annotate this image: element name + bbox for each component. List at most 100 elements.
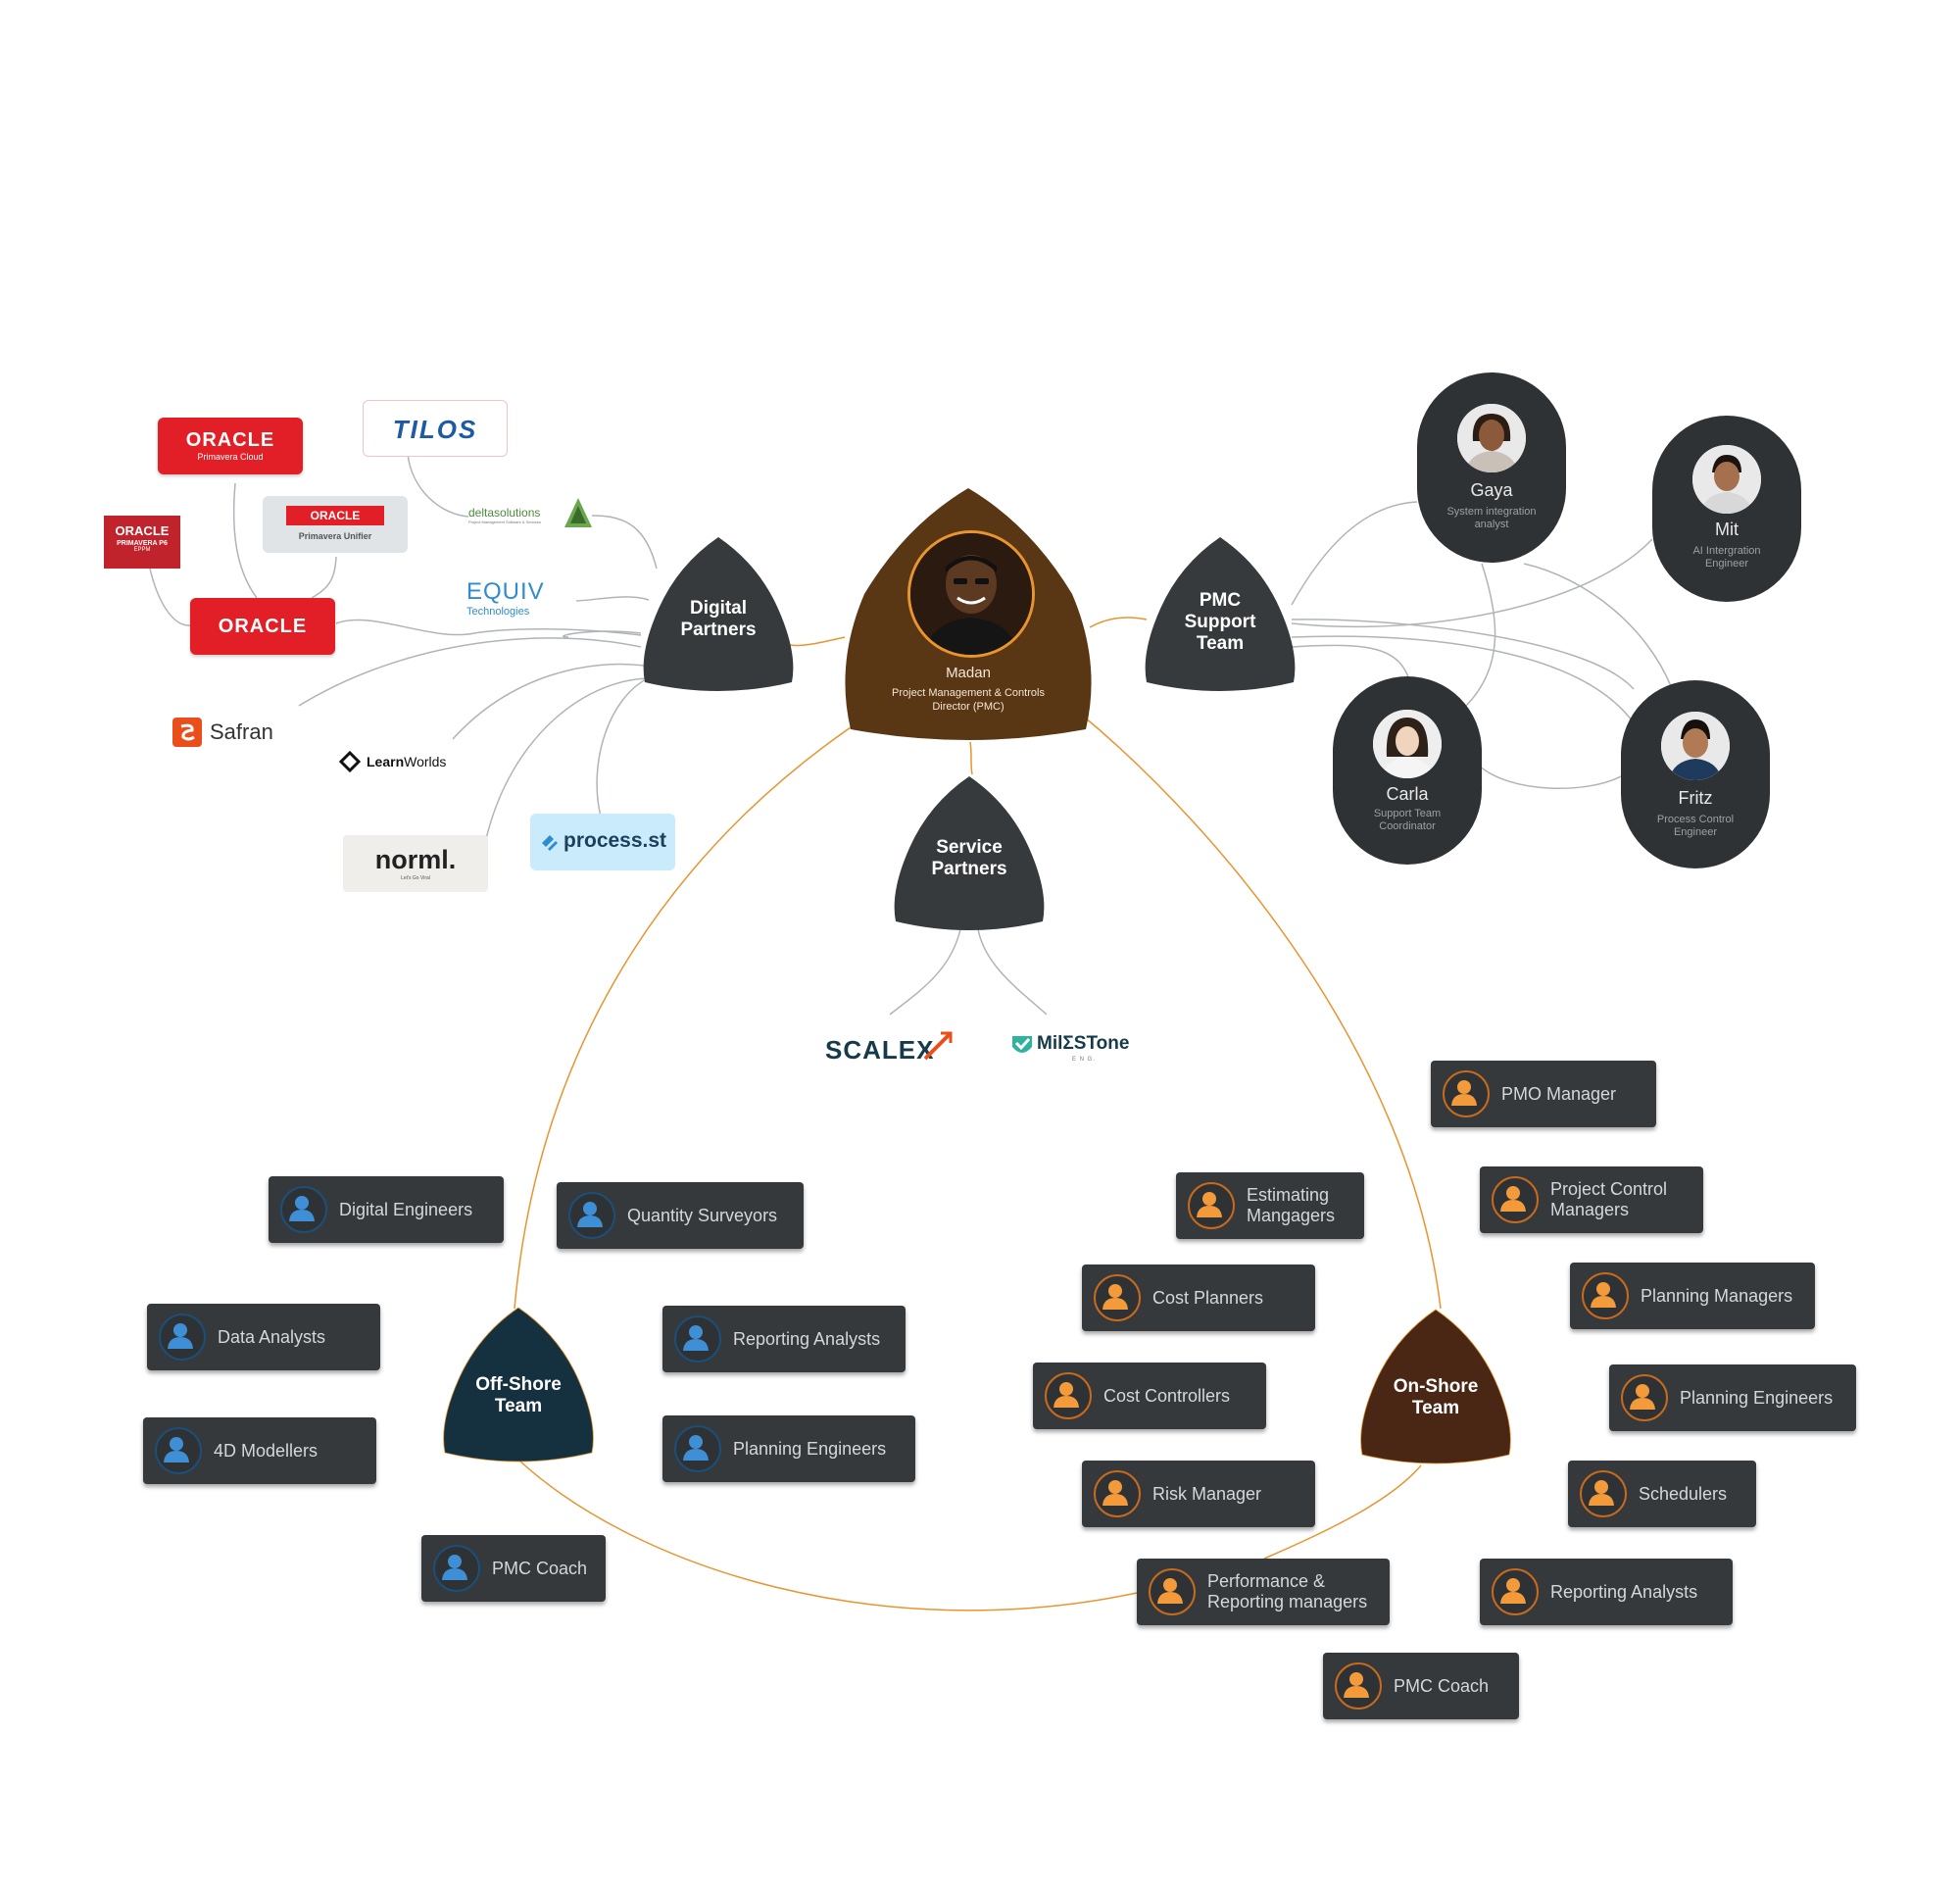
offshore-hub-shape: [443, 1307, 594, 1463]
role-card[interactable]: Quantity Surveyors: [557, 1182, 804, 1249]
member-name: Gaya: [1470, 480, 1513, 500]
process-st-icon: [542, 835, 558, 851]
onshore-label: On-Shore Team: [1393, 1376, 1479, 1418]
digital-partners-hub-shape: [643, 537, 794, 691]
center-hub: Madan Project Management & Controls Dire…: [845, 486, 1092, 743]
milestone-shield-icon: [1012, 1036, 1032, 1053]
role-card[interactable]: Cost Controllers: [1033, 1363, 1266, 1429]
role-label: PMC Coach: [1394, 1675, 1490, 1696]
service-partners-label: Service Partners: [931, 837, 1007, 879]
logo-oracle-primavera-p6: ORACLE PRIMAVERA P6 EPPM: [104, 516, 180, 569]
service-partners-hub-shape: [894, 776, 1045, 930]
member-role: Process Control Engineer: [1656, 814, 1735, 838]
person-photo-icon: [1373, 710, 1442, 778]
person-icon: [1045, 1372, 1092, 1419]
person-icon: [280, 1186, 327, 1233]
person-icon: [433, 1545, 480, 1592]
logo-process-st: process.st: [530, 814, 675, 870]
service-partners-hub[interactable]: Service Partners: [892, 774, 1047, 931]
role-card[interactable]: Estimating Mangagers: [1176, 1172, 1364, 1239]
pmc-support-label: PMC Support Team: [1184, 590, 1256, 654]
role-label: Reporting Analysts: [1550, 1581, 1698, 1602]
logo-oracle-brand: ORACLE: [115, 523, 170, 538]
logo-milestone: MilΣSTone E N G.: [1009, 1029, 1133, 1068]
logo-oracle-brand: ORACLE: [286, 506, 384, 525]
learnworlds-icon: [339, 751, 361, 772]
member-card-gaya[interactable]: Gaya System integration analyst: [1417, 372, 1566, 563]
person-icon: [1580, 1470, 1627, 1517]
member-role: Support Team Coordinator: [1373, 808, 1442, 832]
role-card[interactable]: Schedulers: [1568, 1461, 1756, 1527]
digital-partners-label: Digital Partners: [680, 598, 757, 640]
member-card-fritz[interactable]: Fritz Process Control Engineer: [1621, 680, 1770, 868]
role-label: 4D Modellers: [214, 1440, 318, 1461]
role-label: Planning Engineers: [733, 1438, 887, 1459]
role-card[interactable]: Cost Planners: [1082, 1264, 1315, 1331]
digital-partners-hub[interactable]: Digital Partners: [641, 535, 796, 692]
member-name: Carla: [1386, 784, 1429, 804]
logo-delta-brand: deltasolutions: [468, 506, 541, 520]
role-card[interactable]: PMC Coach: [1323, 1653, 1519, 1719]
person-icon: [568, 1192, 615, 1239]
person-icon: [1335, 1662, 1382, 1710]
logo-learnworlds-rest: Worlds: [404, 754, 447, 769]
role-label: Data Analysts: [218, 1326, 326, 1347]
member-card-carla[interactable]: Carla Support Team Coordinator: [1333, 676, 1482, 865]
role-label: Schedulers: [1639, 1483, 1728, 1504]
logo-delta-solutions: deltasolutions Project Management Softwa…: [468, 498, 592, 531]
role-label: Digital Engineers: [339, 1199, 473, 1219]
role-card[interactable]: Reporting Analysts: [1480, 1559, 1733, 1625]
person-photo-icon: [1661, 712, 1730, 780]
person-icon: [1492, 1568, 1539, 1615]
pmc-support-hub[interactable]: PMC Support Team: [1143, 535, 1298, 692]
logo-oracle-sub: Primavera Unifier: [298, 531, 372, 541]
person-icon: [1094, 1274, 1141, 1321]
role-card[interactable]: PMO Manager: [1431, 1061, 1656, 1127]
role-card[interactable]: Planning Engineers: [662, 1415, 915, 1482]
onshore-hub[interactable]: On-Shore Team: [1358, 1308, 1513, 1464]
role-label: Project Control Managers: [1550, 1179, 1668, 1219]
role-card[interactable]: Digital Engineers: [269, 1176, 504, 1243]
role-label: Reporting Analysts: [733, 1328, 881, 1349]
logo-oracle-sub: Primavera Cloud: [197, 452, 264, 462]
role-card[interactable]: Data Analysts: [147, 1304, 380, 1370]
logo-equiv: EQUIV Technologies: [466, 578, 576, 627]
role-label: Quantity Surveyors: [627, 1205, 778, 1225]
role-label: Planning Engineers: [1680, 1387, 1834, 1408]
role-label: Cost Controllers: [1103, 1385, 1231, 1406]
role-card[interactable]: Planning Managers: [1570, 1263, 1815, 1329]
logo-milestone-brand: MilΣSTone: [1037, 1033, 1130, 1054]
member-name: Fritz: [1678, 788, 1713, 808]
logo-oracle-sub2: EPPM: [133, 547, 151, 553]
logo-tilos-text: TILOS: [392, 415, 478, 444]
logo-safran-text: Safran: [210, 719, 273, 744]
person-photo-icon: [1692, 445, 1761, 514]
role-label: Risk Manager: [1152, 1483, 1262, 1504]
logo-norml-brand: norml.: [374, 845, 457, 874]
person-icon: [674, 1425, 721, 1472]
member-card-mit[interactable]: Mit AI Intergration Engineer: [1652, 416, 1801, 602]
person-icon: [674, 1315, 721, 1363]
role-card[interactable]: 4D Modellers: [143, 1417, 376, 1484]
logo-process-text: process.st: [564, 829, 667, 852]
role-card[interactable]: Project Control Managers: [1480, 1166, 1703, 1233]
role-label: Planning Managers: [1641, 1285, 1793, 1306]
role-label: PMC Coach: [492, 1558, 588, 1578]
delta-triangle-icon: [564, 498, 592, 527]
center-name: Madan: [946, 665, 991, 681]
logo-milestone-sub: E N G.: [1072, 1057, 1097, 1063]
logo-oracle: ORACLE: [190, 598, 335, 655]
role-card[interactable]: Planning Engineers: [1609, 1364, 1856, 1431]
logo-oracle-brand: ORACLE: [218, 616, 308, 637]
logo-learnworlds-bold: Learn: [367, 754, 405, 769]
member-name: Mit: [1715, 520, 1739, 539]
person-icon: [1621, 1374, 1668, 1421]
logo-scalex: SCALEX: [825, 1029, 953, 1068]
role-card[interactable]: PMC Coach: [421, 1535, 606, 1602]
role-card[interactable]: Performance & Reporting managers: [1137, 1559, 1390, 1625]
role-card[interactable]: Reporting Analysts: [662, 1306, 906, 1372]
safran-icon: [172, 718, 202, 747]
offshore-hub[interactable]: Off-Shore Team: [441, 1306, 596, 1463]
person-icon: [1094, 1470, 1141, 1517]
role-card[interactable]: Risk Manager: [1082, 1461, 1315, 1527]
